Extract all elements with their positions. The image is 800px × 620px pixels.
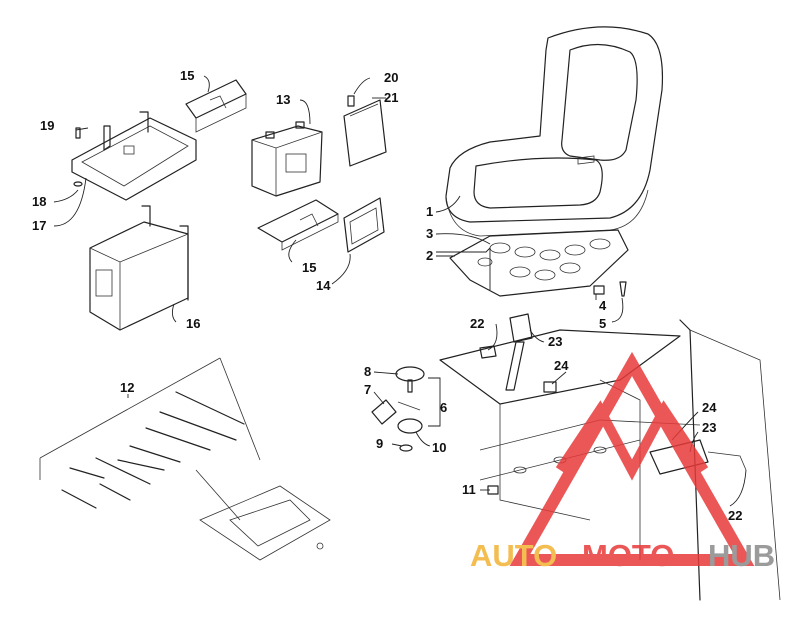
callout-19: 19 (40, 118, 54, 133)
callout-16: 16 (186, 316, 200, 331)
watermark-word-hub: HUB (708, 538, 775, 573)
foam-pad (185, 79, 247, 133)
callout-17: 17 (32, 218, 46, 233)
battery-tray (71, 111, 197, 201)
callout-7: 7 (364, 382, 371, 397)
callout-22-right: 22 (728, 508, 742, 523)
battery-box (89, 205, 189, 331)
cover-screw (347, 95, 355, 107)
watermark-triangle-inner (555, 400, 709, 481)
callout-15-bottom: 15 (302, 260, 316, 275)
callout-23-right: 23 (702, 420, 716, 435)
washer (73, 181, 83, 187)
callout-11: 11 (462, 482, 476, 497)
callout-5: 5 (599, 316, 606, 331)
callout-14: 14 (316, 278, 331, 293)
battery (251, 121, 323, 197)
watermark-logo: AUTO MOTO HUB (470, 351, 775, 573)
callout-21: 21 (384, 90, 398, 105)
seat (445, 26, 664, 237)
callout-23-left: 23 (548, 334, 562, 349)
bracket-bolt (479, 345, 497, 359)
bolt (619, 281, 627, 297)
callout-22-left: 22 (470, 316, 484, 331)
seat-belt-buckle (505, 313, 533, 391)
callout-3: 3 (426, 226, 433, 241)
callout-9: 9 (376, 436, 383, 451)
callout-24-right: 24 (702, 400, 717, 415)
callout-6: 6 (440, 400, 447, 415)
screw (75, 127, 81, 139)
foam-pad-lower (257, 199, 339, 251)
callout-24-left: 24 (554, 358, 569, 373)
callout-15-top: 15 (180, 68, 194, 83)
watermark-triangle (509, 351, 755, 566)
tool-kit (39, 357, 331, 561)
mounting-plate (343, 197, 385, 253)
latch-assembly (371, 366, 425, 452)
callout-20: 20 (384, 70, 398, 85)
callout-8: 8 (364, 364, 371, 379)
callout-13: 13 (276, 92, 290, 107)
callout-1: 1 (426, 204, 433, 219)
locknut (543, 381, 557, 393)
callout-10: 10 (432, 440, 446, 455)
callout-12: 12 (120, 380, 134, 395)
seat-base-plate (449, 229, 629, 297)
watermark-word-moto: MOTO (582, 538, 674, 573)
callout-2: 2 (426, 248, 433, 263)
callout-4: 4 (599, 298, 607, 313)
nut (593, 285, 605, 295)
frame-rails (439, 319, 781, 601)
watermark-word-auto: AUTO (470, 538, 557, 573)
callout-labels: 1 2 3 4 5 6 7 8 9 10 11 12 13 14 15 15 1… (32, 68, 742, 523)
cover-plate (343, 99, 387, 167)
callout-18: 18 (32, 194, 46, 209)
